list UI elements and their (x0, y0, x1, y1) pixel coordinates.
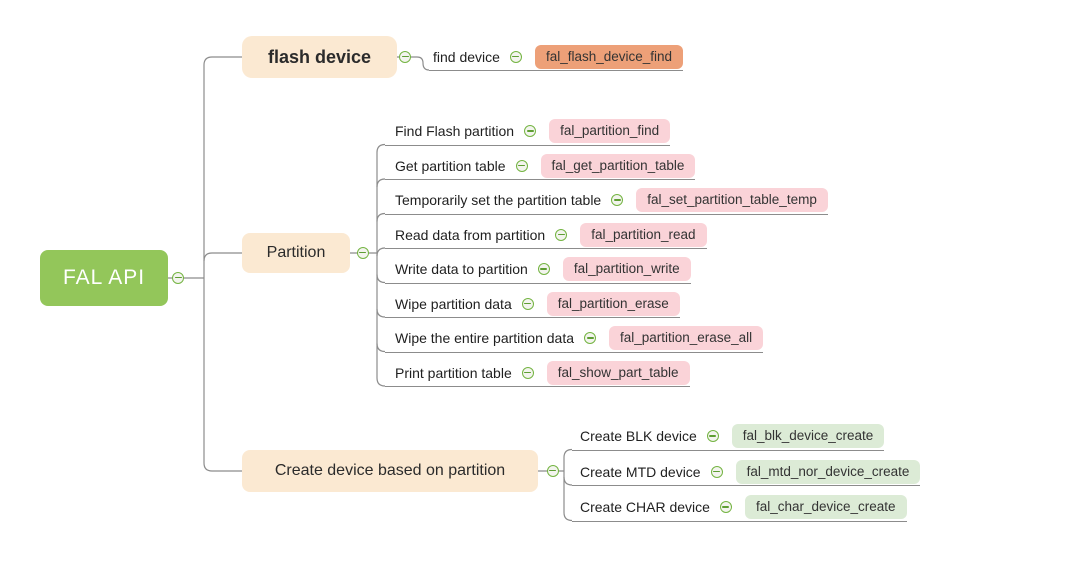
leaf-row: Create CHAR device fal_char_device_creat… (572, 494, 907, 522)
function-node[interactable]: fal_partition_read (580, 222, 707, 247)
node-label[interactable]: find device (433, 48, 500, 65)
node-label[interactable]: Get partition table (395, 157, 506, 174)
collapse-icon[interactable] (555, 228, 568, 241)
collapse-icon[interactable] (172, 271, 184, 284)
branch-label: flash device (267, 46, 372, 67)
node-label[interactable]: Create BLK device (580, 428, 697, 444)
node-label[interactable]: Temporarily set the partition table (395, 192, 602, 208)
leaf-row: Wipe the entire partition data fal_parti… (385, 325, 764, 353)
leaf-row: Write data to partition fal_partition_wr… (385, 256, 691, 284)
branch-node-flash-device[interactable]: flash device (242, 36, 397, 78)
collapse-icon[interactable] (509, 50, 522, 63)
function-node[interactable]: fal_partition_find (549, 119, 671, 143)
root-node-fal-api[interactable]: FAL API (40, 250, 168, 306)
function-node[interactable]: fal_show_part_table (546, 360, 690, 385)
root-label: FAL API (62, 266, 146, 289)
branch-node-create-device[interactable]: Create device based on partition (242, 450, 538, 492)
node-label[interactable]: Wipe the entire partition data (395, 330, 574, 346)
collapse-icon[interactable] (719, 501, 732, 513)
leaf-row: Print partition table fal_show_part_tabl… (385, 359, 690, 387)
leaf-row: Create MTD device fal_mtd_nor_device_cre… (572, 458, 921, 486)
branch-label: Partition (266, 244, 326, 261)
node-label[interactable]: Create MTD device (580, 463, 701, 480)
function-node[interactable]: fal_char_device_create (744, 495, 907, 519)
node-label[interactable]: Print partition table (395, 364, 512, 381)
function-node[interactable]: fal_set_partition_table_temp (636, 188, 828, 212)
collapse-icon[interactable] (706, 430, 719, 442)
function-node[interactable]: fal_partition_erase (546, 291, 680, 316)
collapse-icon[interactable] (521, 297, 534, 310)
node-label[interactable]: Find Flash partition (395, 123, 515, 139)
collapse-icon[interactable] (515, 159, 528, 172)
node-label[interactable]: Create CHAR device (580, 499, 710, 515)
collapse-icon[interactable] (356, 246, 369, 259)
leaf-row: Wipe partition data fal_partition_erase (385, 290, 680, 318)
leaf-row: find device fal_flash_device_find (429, 43, 684, 71)
function-node[interactable]: fal_partition_erase_all (609, 326, 764, 350)
function-node[interactable]: fal_mtd_nor_device_create (735, 459, 921, 484)
function-node[interactable]: fal_flash_device_find (534, 44, 684, 69)
node-label[interactable]: Write data to partition (395, 261, 528, 277)
function-node[interactable]: fal_blk_device_create (731, 424, 885, 448)
branch-node-partition[interactable]: Partition (242, 233, 350, 273)
collapse-icon[interactable] (399, 50, 411, 63)
function-node[interactable]: fal_partition_write (562, 257, 691, 281)
node-label[interactable]: Wipe partition data (395, 295, 512, 312)
collapse-icon[interactable] (521, 366, 534, 379)
function-node[interactable]: fal_get_partition_table (540, 153, 696, 178)
collapse-icon[interactable] (611, 194, 624, 206)
collapse-icon[interactable] (537, 263, 550, 275)
collapse-icon[interactable] (710, 465, 723, 478)
collapse-icon[interactable] (584, 332, 596, 344)
leaf-row: Temporarily set the partition table fal_… (385, 187, 828, 215)
branch-label: Create device based on partition (274, 462, 506, 479)
leaf-row: Find Flash partition fal_partition_find (385, 118, 671, 146)
leaf-row: Create BLK device fal_blk_device_create (572, 423, 885, 451)
node-label[interactable]: Read data from partition (395, 226, 546, 243)
leaf-row: Get partition table fal_get_partition_ta… (385, 152, 696, 180)
collapse-icon[interactable] (524, 125, 537, 137)
collapse-icon[interactable] (546, 464, 559, 477)
leaf-row: Read data from partition fal_partition_r… (385, 221, 707, 249)
